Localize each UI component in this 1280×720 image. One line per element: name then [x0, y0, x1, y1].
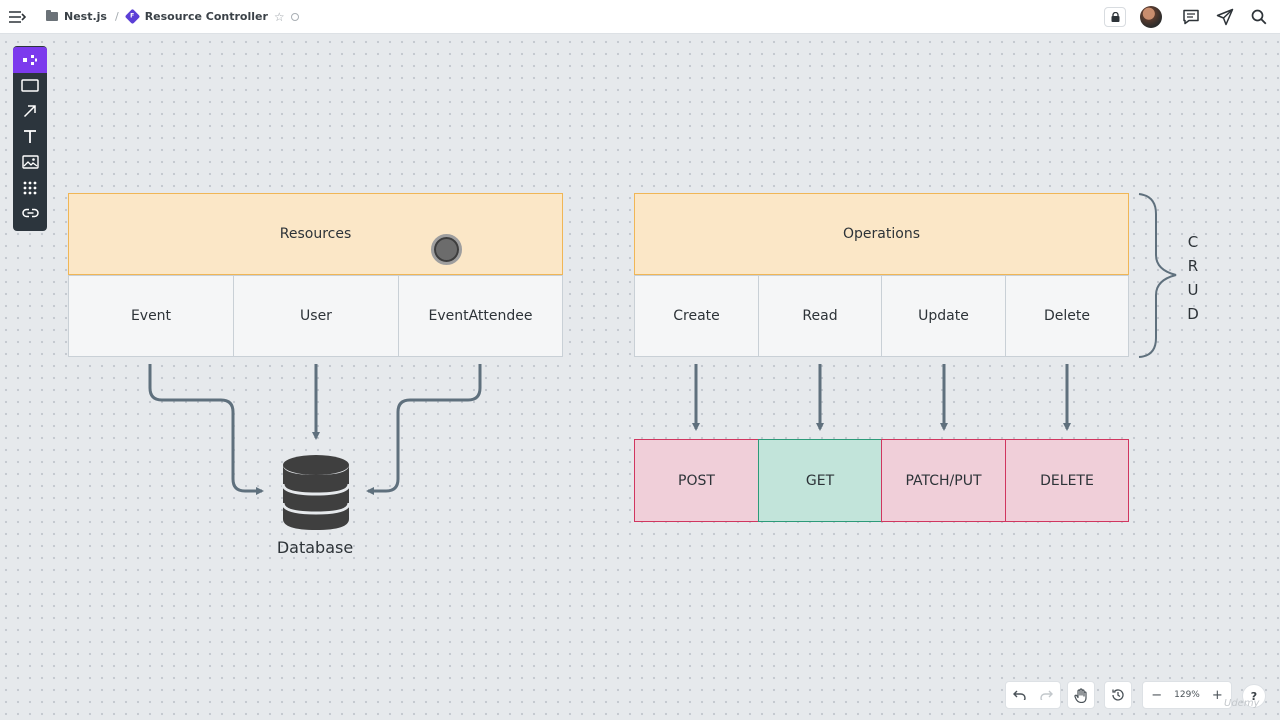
connector-eventattendee-to-database	[366, 364, 482, 495]
resource-cell-user[interactable]: User	[233, 275, 399, 357]
resources-header[interactable]: Resources	[68, 193, 563, 275]
text-tool[interactable]	[13, 124, 47, 150]
method-label: POST	[678, 472, 715, 489]
connector-event-to-database	[148, 364, 264, 495]
paper-plane-icon	[1216, 8, 1234, 26]
frames-icon	[23, 55, 37, 65]
watermark: Udemy	[1224, 698, 1260, 709]
rectangle-tool[interactable]	[13, 73, 47, 99]
zoom-controls: − 129% +	[1142, 681, 1232, 709]
tool-palette	[13, 46, 47, 231]
operation-cell-update[interactable]: Update	[881, 275, 1006, 357]
method-delete[interactable]: DELETE	[1005, 439, 1129, 522]
breadcrumb-folder[interactable]: Nest.js	[64, 10, 107, 23]
operation-cell-label: Update	[918, 308, 969, 324]
history-controls	[1005, 681, 1061, 709]
method-get[interactable]: GET	[758, 439, 882, 522]
method-post[interactable]: POST	[634, 439, 759, 522]
text-icon	[24, 130, 36, 144]
method-label: PATCH/PUT	[905, 472, 982, 489]
link-icon	[21, 209, 39, 218]
redo-button[interactable]	[1033, 682, 1060, 708]
operation-cell-delete[interactable]: Delete	[1005, 275, 1129, 357]
crud-brace	[1138, 193, 1177, 358]
crud-letter: C	[1187, 233, 1199, 251]
sync-status-icon	[290, 12, 299, 21]
resource-cell-label: EventAttendee	[428, 308, 533, 324]
comment-icon	[1183, 9, 1199, 25]
operation-cell-label: Delete	[1044, 308, 1090, 324]
search-icon	[1251, 9, 1267, 25]
lock-button[interactable]	[1104, 7, 1126, 27]
operation-cell-label: Read	[802, 308, 838, 324]
resource-cell-eventattendee[interactable]: EventAttendee	[398, 275, 563, 357]
hand-icon	[1074, 687, 1087, 703]
grid-dots-icon	[23, 181, 37, 195]
collapse-menu-icon	[9, 10, 26, 23]
link-tool[interactable]	[13, 201, 47, 227]
share-button[interactable]	[1208, 0, 1242, 34]
crud-letter: U	[1187, 281, 1199, 299]
resource-cell-label: User	[300, 308, 332, 324]
operation-cell-read[interactable]: Read	[758, 275, 882, 357]
undo-button[interactable]	[1006, 682, 1033, 708]
zoom-level[interactable]: 129%	[1174, 690, 1200, 700]
avatar[interactable]	[1140, 6, 1162, 28]
zoom-out-button[interactable]: −	[1143, 682, 1170, 708]
method-patch-put[interactable]: PATCH/PUT	[881, 439, 1006, 522]
breadcrumb: Nest.js / F Resource Controller ☆	[46, 8, 299, 25]
lock-icon	[1111, 12, 1119, 22]
grid-tool[interactable]	[13, 175, 47, 201]
crud-letter: D	[1187, 305, 1199, 323]
history-icon	[1112, 689, 1124, 701]
method-label: DELETE	[1040, 472, 1094, 489]
version-history-button[interactable]	[1105, 682, 1131, 708]
database-icon	[281, 455, 351, 530]
operations-header[interactable]: Operations	[634, 193, 1129, 275]
operation-cell-create[interactable]: Create	[634, 275, 759, 357]
resource-cell-event[interactable]: Event	[68, 275, 234, 357]
top-bar-right	[1104, 0, 1280, 34]
zoom-in-button[interactable]: +	[1204, 682, 1231, 708]
plus-icon: +	[1211, 687, 1223, 703]
rectangle-icon	[21, 79, 39, 92]
folder-icon	[46, 10, 58, 21]
redo-icon	[1040, 690, 1053, 700]
image-icon	[21, 155, 39, 169]
document-title[interactable]: Resource Controller	[144, 10, 268, 23]
search-button[interactable]	[1242, 0, 1276, 34]
database-label: Database	[276, 538, 354, 557]
crud-label: C R U D	[1185, 230, 1201, 326]
select-tool[interactable]	[13, 47, 47, 73]
arrow-tool[interactable]	[13, 99, 47, 125]
resource-cell-label: Event	[130, 308, 172, 324]
undo-icon	[1013, 690, 1026, 700]
operations-header-label: Operations	[843, 226, 920, 242]
presenter-cursor	[431, 234, 462, 265]
top-bar: Nest.js / F Resource Controller ☆	[0, 0, 1280, 34]
history-panel-control	[1104, 681, 1132, 709]
hand-tool-button[interactable]	[1068, 682, 1094, 708]
top-bar-left: Nest.js / F Resource Controller ☆	[0, 0, 299, 34]
star-icon[interactable]: ☆	[273, 9, 285, 24]
menu-toggle-button[interactable]	[0, 0, 34, 34]
resources-header-label: Resources	[279, 226, 352, 242]
operation-cell-label: Create	[673, 308, 720, 324]
comment-button[interactable]	[1174, 0, 1208, 34]
minus-icon: −	[1151, 687, 1163, 703]
pan-control	[1067, 681, 1095, 709]
breadcrumb-separator: /	[114, 10, 119, 23]
method-label: GET	[805, 472, 835, 489]
crud-letter: R	[1187, 257, 1199, 275]
help-button[interactable]: ?	[1242, 684, 1266, 708]
arrow-icon	[23, 105, 36, 118]
image-tool[interactable]	[13, 150, 47, 176]
